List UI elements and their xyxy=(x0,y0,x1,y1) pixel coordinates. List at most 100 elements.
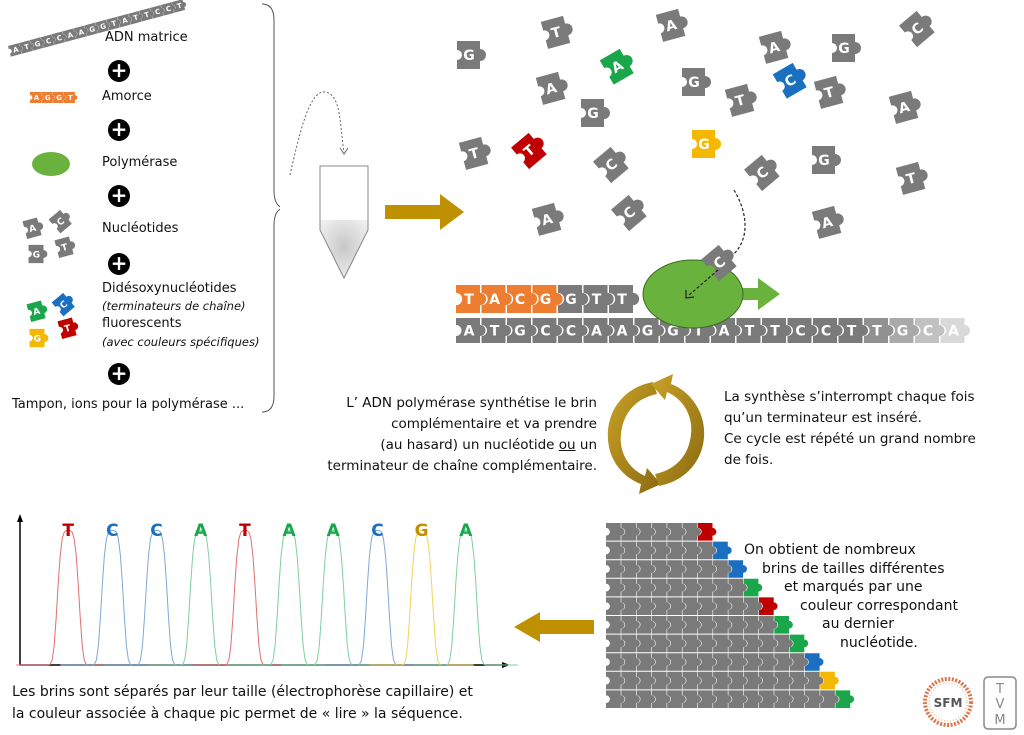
free-nucleotide: A xyxy=(535,71,568,105)
peak-label: A xyxy=(459,521,473,541)
chromatogram-peak xyxy=(369,529,474,666)
terminator-base xyxy=(713,541,732,560)
tvm-logo xyxy=(983,676,1017,730)
plus-icon: + xyxy=(108,60,130,82)
fragment-base xyxy=(759,653,778,671)
nucleotide-icon: A xyxy=(22,217,44,239)
fragment-base xyxy=(728,634,747,653)
nucleotide-icon: T xyxy=(57,317,79,339)
arrow-right-icon xyxy=(385,194,464,230)
terminators-label: Didésoxynucléotides xyxy=(102,281,237,296)
base-letter: A xyxy=(78,28,86,37)
fragment-base xyxy=(621,597,640,615)
terminator-base xyxy=(804,653,824,671)
fragment-base xyxy=(759,690,778,708)
template-base: C xyxy=(813,318,843,343)
fragment-base xyxy=(697,560,717,578)
base-letter: C xyxy=(566,324,576,340)
svg-text:C: C xyxy=(56,216,68,228)
fragment-base xyxy=(621,616,640,634)
terminator-base xyxy=(697,523,717,541)
logos: SFM T V M xyxy=(923,676,1017,730)
base-letter: A xyxy=(34,94,40,102)
fragment-base xyxy=(728,578,747,597)
template-base: A xyxy=(609,318,639,343)
fragment-base xyxy=(606,653,625,671)
fragment-base xyxy=(728,690,747,708)
free-nucleotide: C xyxy=(744,154,780,192)
template-base: T xyxy=(138,8,154,22)
template-base: C xyxy=(532,318,562,343)
base-letter: T xyxy=(872,324,882,340)
fragment-base xyxy=(728,653,747,671)
fragment-row xyxy=(606,653,824,671)
incoming-nucleotide: C xyxy=(701,244,737,282)
template-base: A xyxy=(73,25,88,40)
fragment-base xyxy=(759,616,778,634)
fragment-base xyxy=(651,597,671,615)
svg-text:G: G xyxy=(34,334,41,344)
base-letter: C xyxy=(795,324,805,340)
fragment-base xyxy=(789,671,809,690)
base-letter: C xyxy=(515,292,525,308)
base-letter: T xyxy=(617,292,627,308)
fragment-base xyxy=(667,616,686,634)
free-nucleotide: C xyxy=(772,62,807,99)
base-letter: A xyxy=(12,45,20,54)
template-base: A xyxy=(456,318,486,343)
primer-base: T xyxy=(456,285,487,313)
template-base: T xyxy=(106,16,121,31)
nucleotide-icon: C xyxy=(51,292,75,317)
nucleotide-icon: C xyxy=(48,209,72,234)
fragment-base xyxy=(728,597,747,615)
template-base: A xyxy=(62,28,77,43)
fragment-row xyxy=(606,578,763,597)
template-base: C xyxy=(915,318,945,343)
fragment-base xyxy=(697,616,717,634)
template-base: T xyxy=(736,318,766,343)
svg-text:G: G xyxy=(463,48,475,64)
fragment-base xyxy=(759,671,778,690)
fluorescent-label: fluorescents xyxy=(102,316,182,331)
base-letter: G xyxy=(45,94,51,102)
svg-text:G: G xyxy=(33,250,40,260)
peak-label: T xyxy=(62,521,74,541)
base-letter: G xyxy=(56,94,62,102)
fragment-base xyxy=(774,671,793,690)
fragment-base xyxy=(697,634,717,653)
base-letter: G xyxy=(565,292,577,308)
fragment-base xyxy=(621,541,640,560)
base-letter: A xyxy=(67,31,75,40)
base-letter: G xyxy=(540,292,552,308)
base-letter: G xyxy=(34,40,42,49)
fragment-base xyxy=(667,671,686,690)
fragment-base xyxy=(713,597,732,615)
terminator-base xyxy=(743,578,763,597)
nucleotides-label: Nucléotides xyxy=(102,221,179,236)
fragment-base xyxy=(651,671,671,690)
buffer-label: Tampon, ions pour la polymérase ... xyxy=(12,397,245,412)
fragment-base xyxy=(651,616,671,634)
primer-base: A xyxy=(30,92,44,103)
chromatogram-peak xyxy=(413,529,518,666)
incoming-nucleotide: C xyxy=(701,244,737,282)
polymerase-icon xyxy=(32,152,70,176)
base-letter: C xyxy=(56,34,63,43)
nucleotide-icon: A xyxy=(26,300,48,322)
svg-text:T: T xyxy=(468,145,482,163)
fragment-base xyxy=(636,653,656,671)
fragment-base xyxy=(621,560,640,578)
fragment-base xyxy=(682,523,702,541)
template-base: G xyxy=(634,318,664,343)
fragment-base xyxy=(651,523,671,541)
chromatogram-peak xyxy=(192,529,297,666)
cycle-arrows xyxy=(607,374,705,494)
template-label: ADN matrice xyxy=(105,30,188,45)
template-base: C xyxy=(51,31,67,45)
fragment-base xyxy=(743,634,763,653)
svg-text:A: A xyxy=(767,39,782,57)
